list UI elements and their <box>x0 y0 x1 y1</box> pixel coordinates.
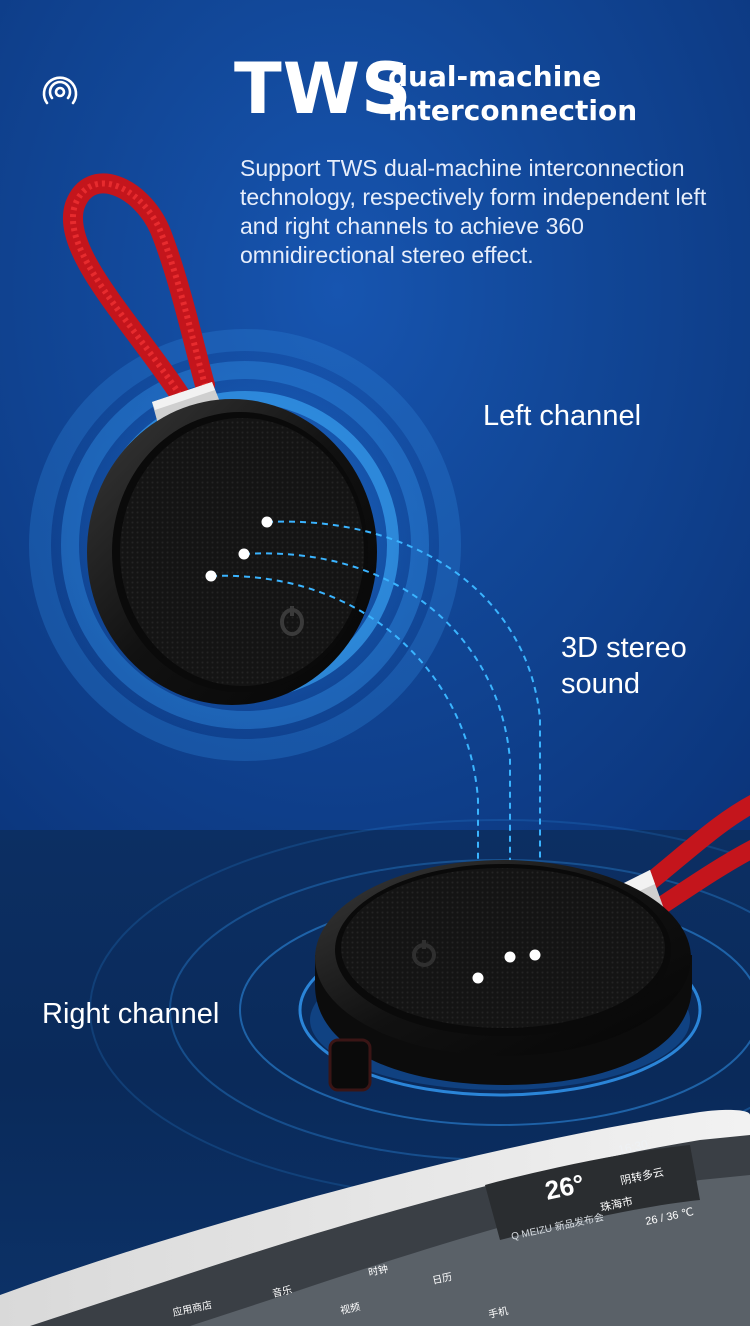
smartphone <box>0 1109 750 1326</box>
headline-tws: TWS <box>234 48 413 130</box>
sound-dots <box>205 516 541 984</box>
power-logo-icon <box>280 606 304 636</box>
power-logo-icon <box>412 940 436 967</box>
description: Support TWS dual-machine interconnection… <box>240 155 707 268</box>
right-speaker <box>315 860 692 1092</box>
right-channel-label: Right channel <box>42 998 220 1030</box>
headline-subtitle-line1: dual-machine <box>388 60 602 93</box>
sound-paths <box>210 520 541 975</box>
left-strap <box>63 173 220 424</box>
stereo-sound-label: 3D stereo sound <box>561 632 687 700</box>
signal-broadcast-icon <box>40 72 80 112</box>
left-speaker <box>87 399 377 705</box>
headline-subtitle: dual-machine interconnection <box>388 60 637 128</box>
headline-subtitle-line2: interconnection <box>388 94 638 127</box>
left-channel-label: Left channel <box>483 400 642 432</box>
